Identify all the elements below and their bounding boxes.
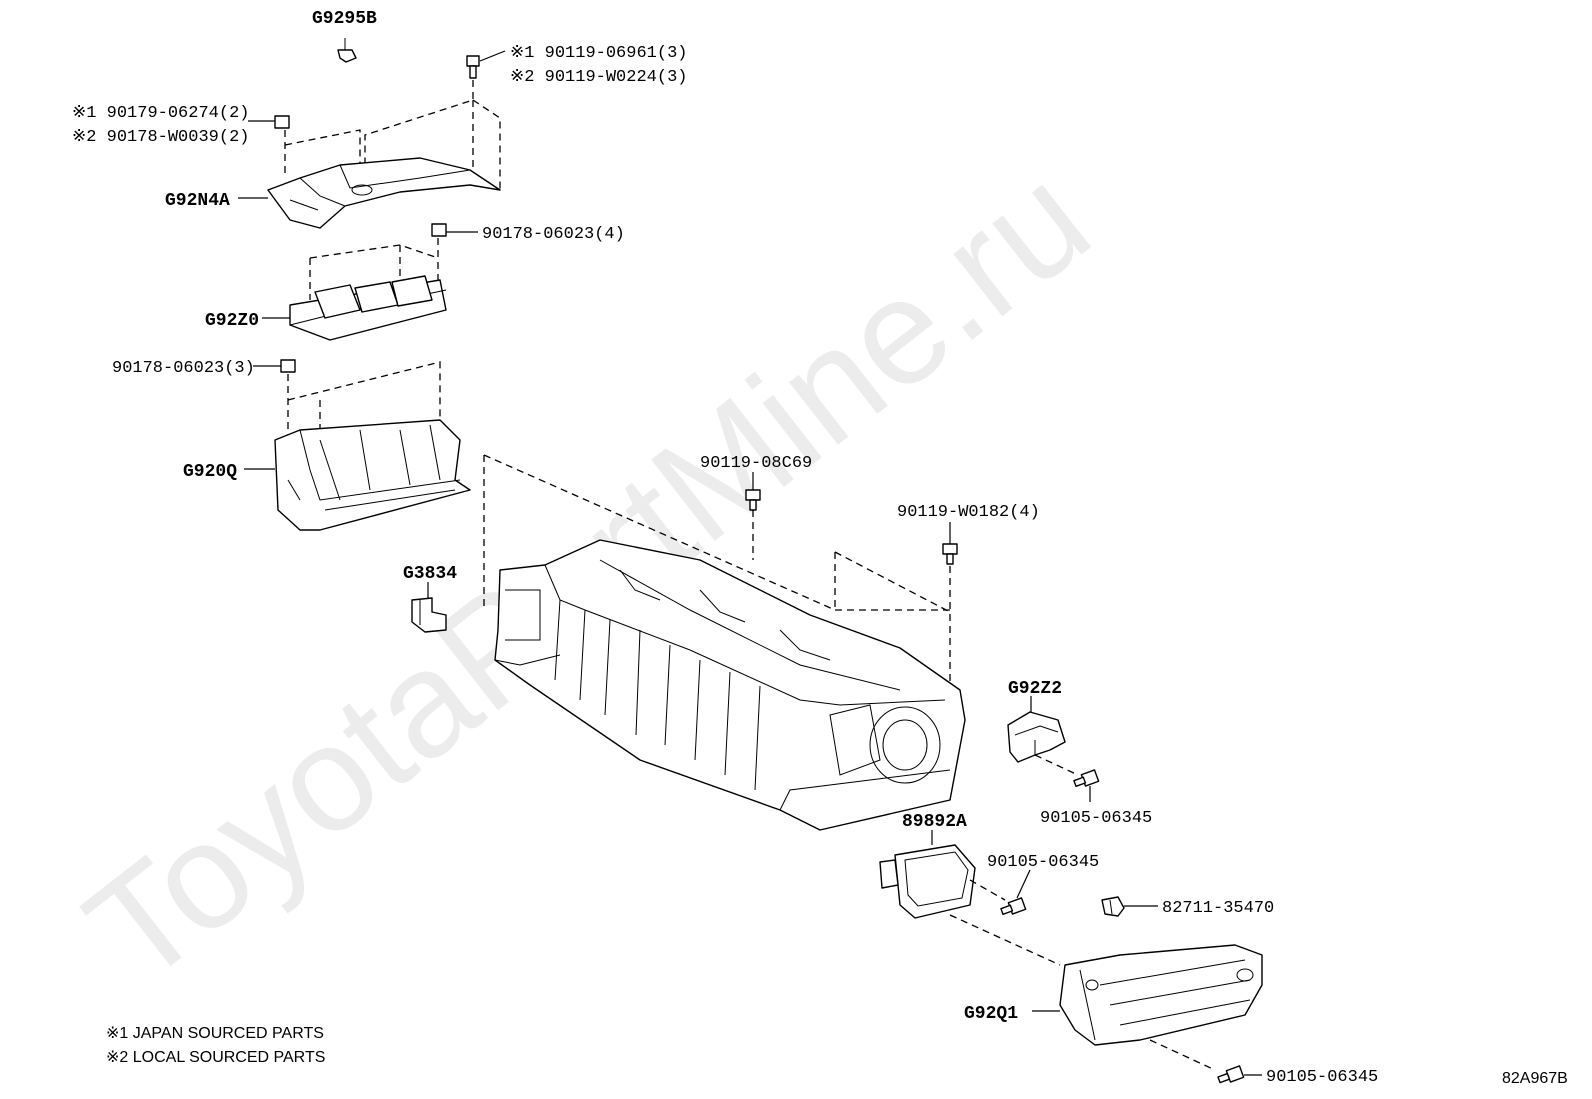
relay-block-g92z0-part[interactable] — [289, 275, 447, 341]
ecu-89892a-part[interactable] — [879, 844, 976, 919]
label-g9295b: G9295B — [312, 9, 377, 29]
clip-82711-part[interactable] — [1101, 896, 1125, 917]
label-nut-90178-3: 90178-06023(3) — [112, 359, 255, 378]
clip-g9295b-part[interactable] — [337, 38, 357, 63]
label-nut-left-1: ※1 90179-06274(2) — [72, 104, 249, 123]
hybrid-battery-part[interactable] — [494, 539, 966, 831]
note-japan-sourced: ※1 JAPAN SOURCED PARTS — [106, 1025, 324, 1042]
bracket-g920q-part[interactable] — [274, 419, 471, 531]
label-g920q: G920Q — [183, 462, 237, 482]
label-bolt-08c69: 90119-08C69 — [700, 454, 812, 473]
bracket-g92q1-part[interactable] — [1059, 944, 1263, 1046]
bolt-top-part[interactable] — [466, 55, 480, 79]
bolt-06345-b-part[interactable] — [1000, 897, 1027, 915]
label-g92z0: G92Z0 — [205, 311, 259, 331]
label-g3834: G3834 — [403, 564, 457, 584]
label-bolt-06345-c: 90105-06345 — [1266, 1068, 1378, 1087]
bolt-w0182-part[interactable] — [942, 543, 958, 565]
note-local-sourced: ※2 LOCAL SOURCED PARTS — [106, 1049, 325, 1066]
label-bolt-top-1: ※1 90119-06961(3) — [510, 44, 687, 63]
nut-left-part[interactable] — [274, 115, 290, 129]
nut-90178-4-part[interactable] — [431, 223, 447, 237]
bolt-06345-a-part[interactable] — [1073, 769, 1100, 787]
bolt-06345-c-part[interactable] — [1217, 1065, 1245, 1084]
label-g92z2: G92Z2 — [1008, 679, 1062, 699]
label-bolt-06345-a: 90105-06345 — [1040, 809, 1152, 828]
bracket-g92z2-part[interactable] — [1007, 711, 1066, 763]
label-g92n4a: G92N4A — [165, 191, 230, 211]
label-bolt-06345-b: 90105-06345 — [987, 853, 1099, 872]
nut-90178-3-part[interactable] — [280, 359, 296, 373]
label-89892a: 89892A — [902, 812, 967, 832]
bracket-g3834-part[interactable] — [411, 597, 447, 633]
label-nut-left-2: ※2 90178-W0039(2) — [72, 128, 249, 147]
label-nut-90178-4: 90178-06023(4) — [482, 225, 625, 244]
label-clip-82711: 82711-35470 — [1162, 899, 1274, 918]
bracket-g92n4a-part[interactable] — [267, 157, 501, 229]
label-bolt-top-2: ※2 90119-W0224(3) — [510, 68, 687, 87]
diagram-code: 82A967B — [1502, 1070, 1568, 1087]
label-bolt-w0182: 90119-W0182(4) — [897, 503, 1040, 522]
label-g92q1: G92Q1 — [964, 1004, 1018, 1024]
